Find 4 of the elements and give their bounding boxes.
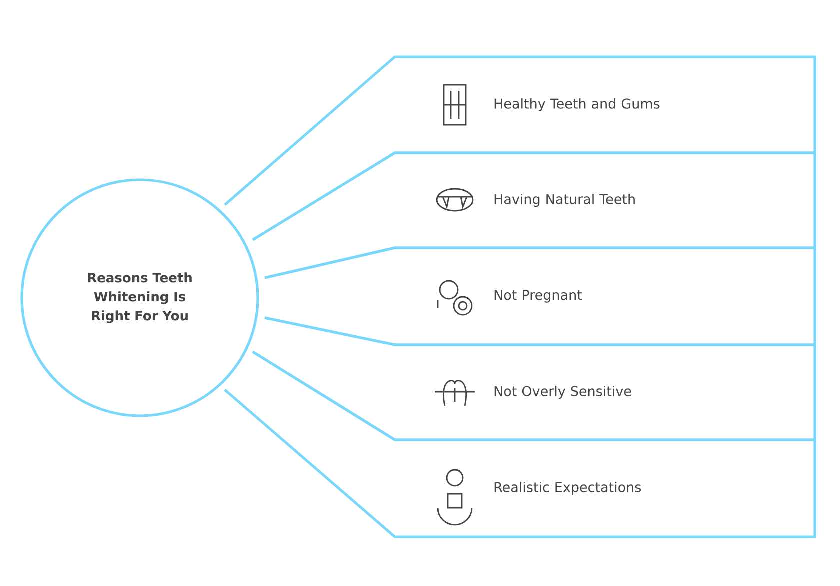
funnel-band: Not Overly Sensitive — [252, 316, 816, 442]
funnel-band: Not Pregnant — [264, 246, 816, 346]
funnel-band: Having Natural Teeth — [252, 152, 816, 280]
circle-node: Reasons Teeth Whitening Is Right For You — [20, 178, 260, 418]
